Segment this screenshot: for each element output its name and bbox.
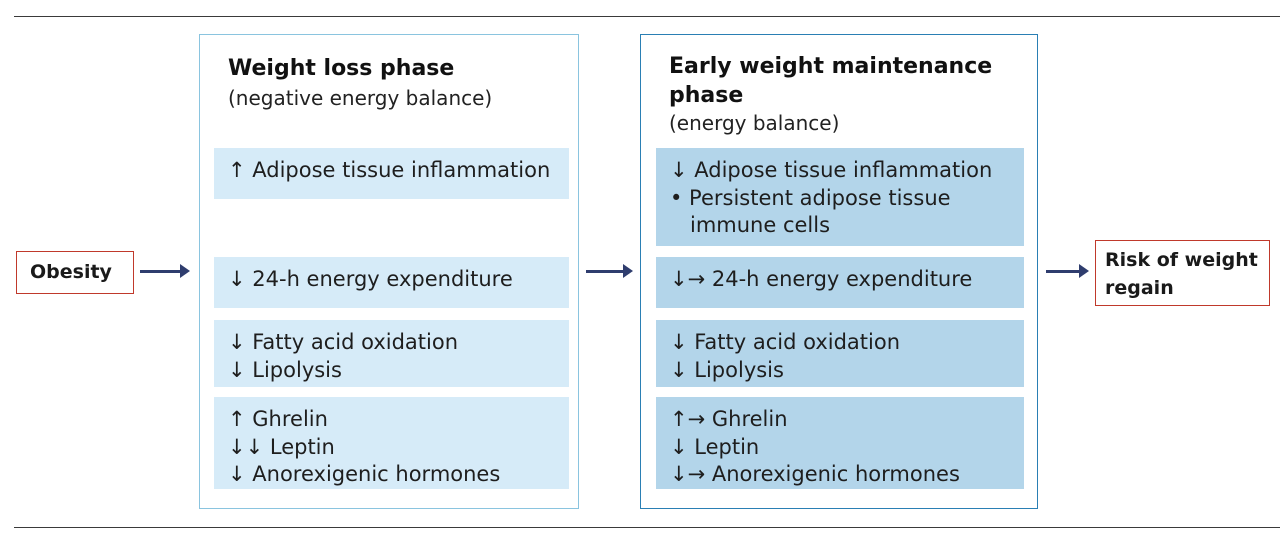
maint-inflammation-line: ↓ Adipose tissue inflammation <box>670 158 993 182</box>
maintenance-phase-title-line2: phase <box>669 83 744 108</box>
risk-of-weight-regain-box: Risk of weight regain <box>1095 240 1270 306</box>
loss-lipolysis-line: ↓ Lipolysis <box>228 357 342 382</box>
maint-energy-card: ↓→ 24-h energy expenditure <box>656 257 1024 308</box>
loss-energy-card: ↓ 24-h energy expenditure <box>214 257 569 308</box>
loss-inflammation-card: ↑ Adipose tissue inflammation <box>214 148 569 199</box>
bottom-rule <box>14 527 1280 528</box>
maint-immune-cells-continued: immune cells <box>690 213 831 237</box>
maint-fatty-acid-line: ↓ Fatty acid oxidation <box>670 330 901 354</box>
maintenance-phase-panel: Early weight maintenance phase (energy b… <box>640 34 1038 509</box>
arrow-obesity-to-loss <box>140 264 190 278</box>
obesity-label: Obesity <box>30 261 112 283</box>
loss-hormones-card: ↑ Ghrelin ↓↓ Leptin ↓ Anorexigenic hormo… <box>214 397 569 489</box>
maintenance-phase-title-line1: Early weight maintenance <box>669 54 993 79</box>
maint-anorexigenic-line: ↓→ Anorexigenic hormones <box>670 462 960 486</box>
maint-inflammation-card: ↓ Adipose tissue inflammation • Persiste… <box>656 148 1024 246</box>
loss-fatty-acid-line: ↓ Fatty acid oxidation <box>228 330 459 354</box>
maint-ghrelin-line: ↑→ Ghrelin <box>670 407 788 431</box>
loss-anorexigenic-line: ↓ Anorexigenic hormones <box>228 462 501 486</box>
maint-leptin-line: ↓ Leptin <box>670 434 760 459</box>
maint-metabolism-card: ↓ Fatty acid oxidation ↓ Lipolysis <box>656 320 1024 387</box>
loss-leptin-line: ↓↓ Leptin <box>228 434 335 459</box>
maint-lipolysis-line: ↓ Lipolysis <box>670 357 784 382</box>
arrow-loss-to-maintenance <box>586 264 633 278</box>
risk-label-line1: Risk of weight <box>1105 249 1258 271</box>
maint-energy-line: ↓→ 24-h energy expenditure <box>670 267 973 291</box>
maint-hormones-card: ↑→ Ghrelin ↓ Leptin ↓→ Anorexigenic horm… <box>656 397 1024 489</box>
loss-inflammation-line: ↑ Adipose tissue inflammation <box>228 158 551 182</box>
risk-label-line2: regain <box>1105 277 1174 299</box>
weight-loss-phase-panel: Weight loss phase (negative energy balan… <box>199 34 579 509</box>
loss-energy-line: ↓ 24-h energy expenditure <box>228 267 513 291</box>
weight-loss-phase-subtitle: (negative energy balance) <box>228 86 493 110</box>
weight-loss-phase-title: Weight loss phase <box>228 56 455 81</box>
loss-ghrelin-line: ↑ Ghrelin <box>228 407 328 431</box>
top-rule <box>14 16 1280 17</box>
loss-metabolism-card: ↓ Fatty acid oxidation ↓ Lipolysis <box>214 320 569 387</box>
maint-immune-cells-bullet: • Persistent adipose tissue <box>670 185 951 210</box>
obesity-box: Obesity <box>16 251 134 294</box>
arrow-maintenance-to-risk <box>1046 264 1089 278</box>
maintenance-phase-subtitle: (energy balance) <box>669 111 840 135</box>
